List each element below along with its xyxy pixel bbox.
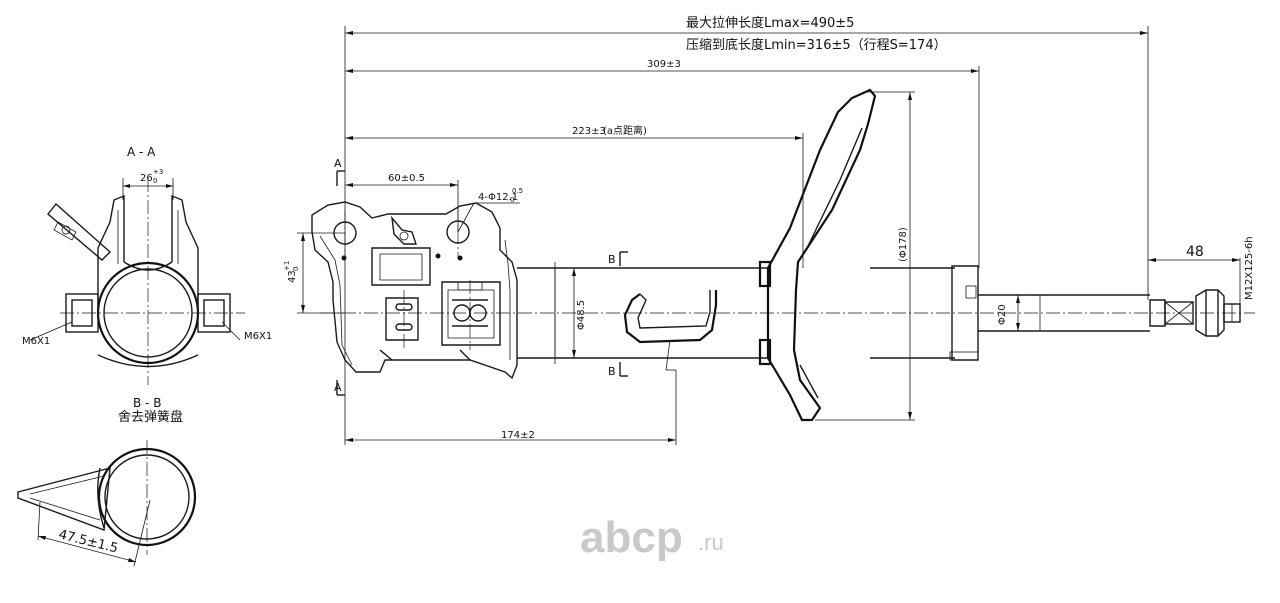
dim-43-tol: +1: [283, 261, 291, 271]
dim-26-tol: +3: [153, 168, 163, 176]
mark-b-bottom: B: [608, 365, 616, 378]
watermark-brand: abcp: [580, 513, 683, 562]
stabilizer-bracket: [623, 290, 718, 371]
dim-60: 60±0.5: [388, 173, 425, 184]
dimension-texts: 最大拉伸长度Lmax=490±5 压缩到底长度Lmin=316±5（行程S=17…: [388, 15, 947, 441]
damper-tube: Φ48.5: [517, 262, 768, 364]
dim-26: 26: [140, 173, 153, 184]
dim-223-note: (a点距离): [603, 124, 647, 137]
dim-m6-right: M6X1: [244, 331, 272, 342]
section-aa: A - A 26 +3 0 M6X1 M6X1 B - B: [22, 145, 272, 425]
dim-309: 309±3: [647, 59, 681, 70]
section-marks: A A B B: [334, 157, 628, 396]
spring-seat: (Φ178): [758, 88, 915, 422]
dim-hole-tol0: 0: [510, 196, 514, 204]
dim-174: 174±2: [501, 430, 535, 441]
section-aa-title: A - A: [127, 145, 156, 159]
section-bb-note: 舍去弹簧盘: [118, 409, 183, 425]
watermark-tld: .ru: [698, 530, 724, 555]
dim-thread: M12X125-6h: [1244, 236, 1255, 300]
dim-43-group: 43 +1 0: [283, 232, 345, 314]
dim-178: (Φ178): [898, 227, 909, 262]
mark-a-bottom: A: [334, 381, 342, 394]
dim-m6-left: M6X1: [22, 336, 50, 347]
dim-43: 43: [287, 270, 298, 283]
dim-lmin: 压缩到底长度Lmin=316±5（行程S=174）: [686, 37, 947, 53]
overall-dimensions: [344, 26, 1149, 445]
dim-hole-tol: 0.5: [512, 187, 523, 195]
mark-b-top: B: [608, 253, 616, 266]
dim-43-tol0: 0: [292, 267, 300, 271]
dim-20: Φ20: [997, 304, 1008, 325]
dim-223: 223±3: [572, 126, 606, 137]
mark-a-top: A: [334, 157, 342, 170]
dim-47-5: 47.5±1.5: [57, 527, 119, 556]
dim-26-tol0: 0: [153, 177, 157, 185]
section-bb: 47.5±1.5: [17, 440, 197, 567]
upper-mount: Φ20 48 M12X125-6h: [870, 236, 1255, 361]
dim-48: 48: [1186, 244, 1204, 260]
dim-lmax: 最大拉伸长度Lmax=490±5: [686, 15, 854, 31]
watermark: abcp .ru: [580, 513, 724, 562]
dim-48-5: Φ48.5: [576, 300, 587, 330]
knuckle-bracket: [311, 201, 518, 380]
dim-hole: 4-Φ12.1: [478, 192, 518, 203]
section-bb-title: B - B: [133, 396, 161, 410]
